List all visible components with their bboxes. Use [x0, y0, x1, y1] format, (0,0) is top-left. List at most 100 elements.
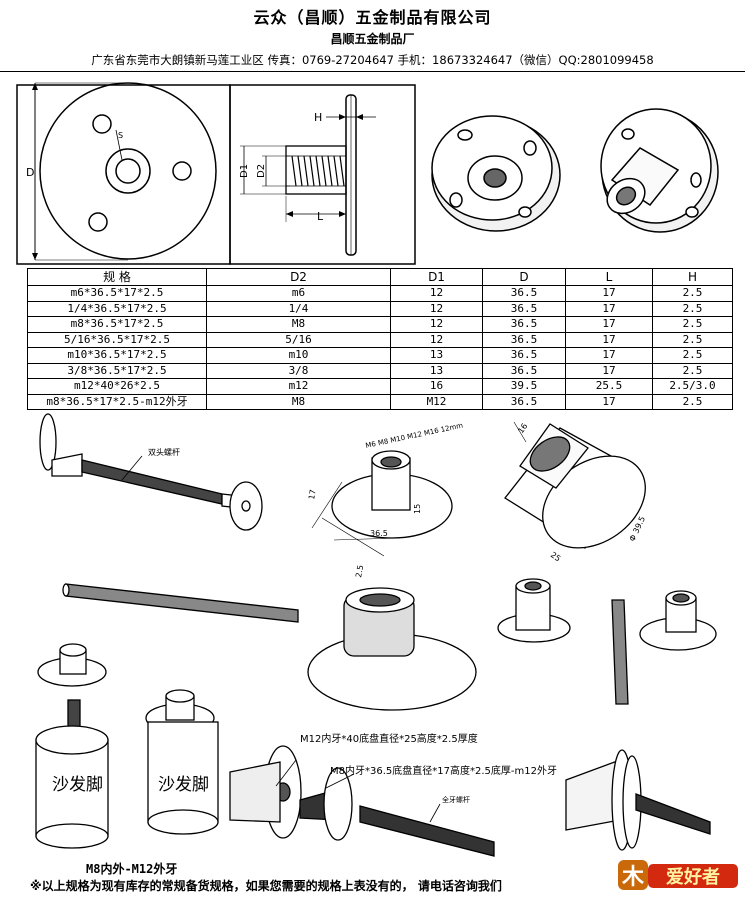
- caption-iso-thread: M6 M8 M10 M12 M16 12mm: [365, 421, 464, 450]
- side-view-frame: [229, 84, 416, 265]
- cell-h: 2.5: [652, 362, 733, 379]
- cell-d: 36.5: [482, 331, 566, 348]
- company-title: 云众（昌顺）五金制品有限公司: [253, 8, 492, 27]
- flange-nut-render-a: [431, 115, 561, 232]
- cell-h: 2.5: [652, 347, 733, 364]
- dim-label-h: H: [314, 111, 322, 124]
- threaded-flange-large: [307, 587, 477, 711]
- caption-iso-l: 17: [307, 489, 318, 501]
- cell-l: 17: [565, 362, 653, 379]
- vertical-threaded-rod: [611, 599, 629, 705]
- technical-drawing-panel: D S D1 D2 H L: [16, 82, 719, 265]
- table-row: m8*36.5*17*2.5-m12外牙 M8 M12 36.5 17 2.5: [27, 393, 733, 410]
- logo-glyph: 木: [621, 865, 645, 890]
- iso-dimension-drawing: M6 M8 M10 M12 M16 12mm 36.5 2.5 17 15: [307, 421, 464, 578]
- caption-iso-h: 2.5: [354, 564, 365, 578]
- caption-m8-spec: M8内牙*36.5底盘直径*17高度*2.5底厚-m12外牙: [330, 764, 557, 777]
- long-threaded-rod: [62, 583, 299, 623]
- cell-l: 17: [565, 393, 653, 410]
- caption-double-head-rod: 双头螺杆: [148, 447, 180, 457]
- cell-d1: 12: [390, 285, 483, 302]
- front-view-frame: [16, 84, 231, 265]
- cell-h: 2.5: [652, 316, 733, 333]
- caption-sofa-leg-1: 沙发脚: [52, 775, 103, 795]
- dim-label-s: S: [118, 131, 123, 140]
- caption-iso-15: 15: [413, 504, 422, 514]
- contact-line: 广东省东莞市大朗镇新马莲工业区 传真：0769-27204647 手机：1867…: [91, 53, 654, 67]
- table-row: m12*40*26*2.5 m12 16 39.5 25.5 2.5/3.0: [27, 378, 733, 395]
- cell-d: 36.5: [482, 300, 566, 317]
- cell-spec: m6*36.5*17*2.5: [27, 285, 207, 302]
- logo-text: 爱好者: [666, 866, 720, 888]
- header-l: L: [565, 268, 653, 286]
- caption-iso-16: 16: [516, 422, 529, 436]
- sofa-leg-1: 沙发脚: [35, 643, 109, 849]
- cell-h: 2.5: [652, 285, 733, 302]
- table-row: m8*36.5*17*2.5 M8 12 36.5 17 2.5: [27, 316, 733, 333]
- cell-spec: m10*36.5*17*2.5: [27, 347, 207, 364]
- cell-spec: m12*40*26*2.5: [27, 378, 207, 395]
- m8-m12-note: M8内外-M12外牙: [86, 862, 178, 876]
- header-rule: [0, 71, 745, 72]
- cell-spec: m8*36.5*17*2.5-m12外牙: [27, 393, 207, 410]
- sofa-leg-2: 沙发脚: [145, 689, 219, 835]
- cell-l: 17: [565, 316, 653, 333]
- cell-d: 36.5: [482, 316, 566, 333]
- double-head-rod-illustration: 双头螺杆: [39, 413, 263, 531]
- cell-h: 2.5: [652, 331, 733, 348]
- cell-d1: 12: [390, 331, 483, 348]
- dim-label-l: L: [317, 210, 324, 223]
- caption-iso-25: 25: [549, 550, 563, 563]
- cell-d2: 5/16: [206, 331, 391, 348]
- cell-d: 36.5: [482, 362, 566, 379]
- table-row: 5/16*36.5*17*2.5 5/16 12 36.5 17 2.5: [27, 331, 733, 348]
- header-spec: 规 格: [27, 268, 207, 286]
- cell-h: 2.5: [652, 300, 733, 317]
- cell-d: 39.5: [482, 378, 566, 395]
- flat-flange-nut: [639, 590, 717, 651]
- flange-nut-render-b: [600, 108, 719, 233]
- cell-d1: M12: [390, 393, 483, 410]
- cell-spec: 3/8*36.5*17*2.5: [27, 362, 207, 379]
- cell-d2: m10: [206, 347, 391, 364]
- table-row: 3/8*36.5*17*2.5 3/8 13 36.5 17 2.5: [27, 362, 733, 379]
- cell-d: 36.5: [482, 285, 566, 302]
- cell-d2: 1/4: [206, 300, 391, 317]
- cell-d1: 16: [390, 378, 483, 395]
- cell-d2: m12: [206, 378, 391, 395]
- dim-label-d1: D1: [239, 164, 250, 178]
- cell-h: 2.5/3.0: [652, 378, 733, 395]
- caption-full-rod: 全牙螺杆: [442, 795, 470, 804]
- iso-flange-drawing: 16 25 Φ 39.5: [504, 422, 647, 563]
- side-view-drawing: D1 D2 H L: [239, 94, 376, 256]
- cell-d1: 13: [390, 347, 483, 364]
- header-d: D: [482, 268, 566, 286]
- front-view-drawing: D S: [26, 82, 217, 261]
- caption-sofa-leg-2: 沙发脚: [158, 775, 209, 795]
- table-row: m10*36.5*17*2.5 m10 13 36.5 17 2.5: [27, 347, 733, 364]
- cell-d: 36.5: [482, 347, 566, 364]
- cell-d2: m6: [206, 285, 391, 302]
- cell-l: 25.5: [565, 378, 653, 395]
- cell-d1: 12: [390, 300, 483, 317]
- cell-d2: 3/8: [206, 362, 391, 379]
- cell-h: 2.5: [652, 393, 733, 410]
- cell-spec: 1/4*36.5*17*2.5: [27, 300, 207, 317]
- header-h: H: [652, 268, 733, 286]
- cell-spec: 5/16*36.5*17*2.5: [27, 331, 207, 348]
- factory-name: 昌顺五金制品厂: [330, 32, 415, 46]
- table-row: m6*36.5*17*2.5 m6 12 36.5 17 2.5: [27, 285, 733, 302]
- cell-l: 17: [565, 331, 653, 348]
- caption-m12-spec: M12内牙*40底盘直径*25高度*2.5厚度: [300, 732, 478, 745]
- cell-d2: M8: [206, 316, 391, 333]
- flange-rod-assembly: [565, 749, 711, 851]
- caption-iso-d: 36.5: [370, 529, 388, 538]
- small-flange-nut: [497, 578, 571, 643]
- header-d1: D1: [390, 268, 483, 286]
- dim-label-d2: D2: [256, 164, 267, 178]
- product-illustrations: 双头螺杆 M6 M8 M10 M12 M16 12mm 36.5 2.5 17 …: [35, 413, 717, 857]
- nut-and-rod-assembly: M12内牙*40底盘直径*25高度*2.5厚度 M8内牙*36.5底盘直径*17…: [229, 732, 557, 857]
- header-d2: D2: [206, 268, 391, 286]
- cell-d2: M8: [206, 393, 391, 410]
- dim-label-d: D: [26, 166, 34, 179]
